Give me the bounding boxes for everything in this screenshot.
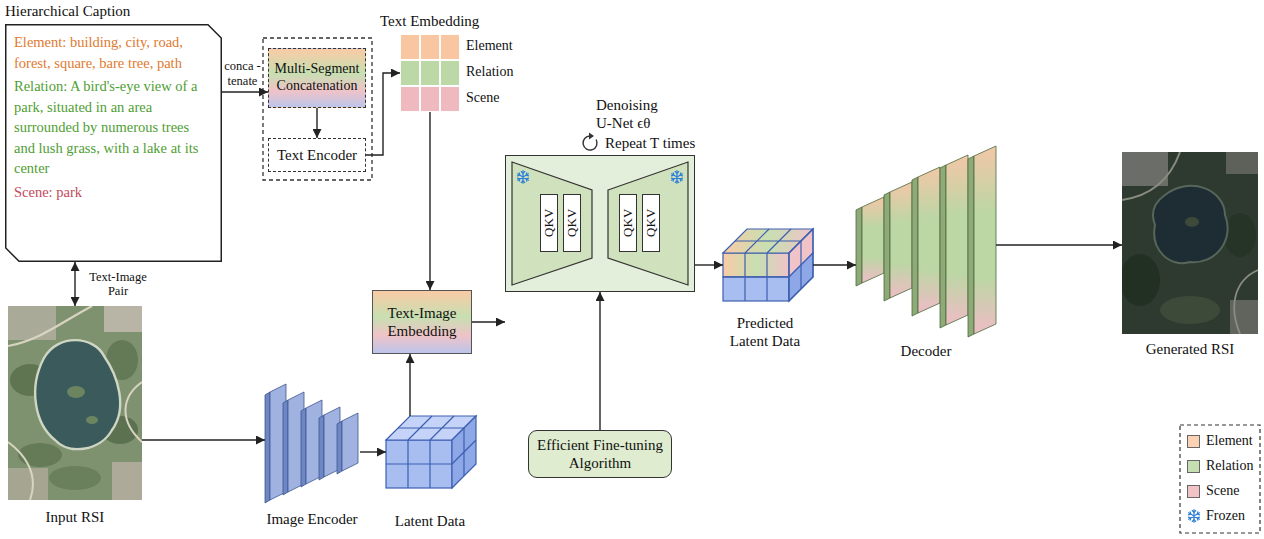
embedding-cell (400, 34, 420, 60)
embedding-cell (420, 86, 440, 112)
node-label: Text Encoder (277, 146, 357, 164)
node-label: Text-Image Embedding (376, 304, 468, 340)
node-label: Input RSI (5, 508, 145, 526)
embedding-cell (420, 34, 440, 60)
decoder-area (856, 146, 996, 338)
connector-arrow (996, 244, 1122, 245)
embedding-grid (400, 34, 460, 112)
node-label: QKV (564, 209, 580, 237)
embedding-cell (400, 86, 420, 112)
connector-arrow (599, 292, 600, 430)
image-block: Generated RSI (1118, 152, 1262, 364)
embedding-cell (440, 60, 460, 86)
node-label: Image Encoder (262, 510, 362, 528)
legend-item: Element (1187, 433, 1253, 450)
cube-area (386, 416, 476, 488)
generated-satellite-image (1122, 152, 1258, 334)
embedding-cell (420, 60, 440, 86)
connector-arrow (316, 108, 317, 138)
connector-arrow (813, 264, 856, 265)
legend-item: Relation (1187, 458, 1253, 475)
predicted-latent-cube (723, 229, 813, 301)
node-label: Latent Data (380, 512, 480, 530)
node-label: Relation: A bird's-eye view of a park, s… (14, 76, 213, 179)
edge-label: conca -tenate (224, 59, 262, 88)
node-label: Scene: park (14, 182, 213, 203)
process-box: Text Encoder (268, 138, 366, 172)
node-label: Scene (466, 90, 499, 107)
encoder-block: Image Encoder (262, 380, 362, 532)
latent-block: Predicted Latent Data (715, 222, 815, 354)
image-area (8, 306, 142, 500)
node-label: Hierarchical Caption (5, 2, 130, 20)
connector-arrow (222, 91, 268, 92)
unet-block: Denoising U-Net ϵθ Repeat T timesQKV QKV QK… (505, 96, 725, 292)
node-label: Text Embedding (380, 12, 479, 30)
node-label: Multi-Segment Concatenation (272, 61, 362, 95)
embedding-cell (400, 60, 420, 86)
connector-arrow (360, 451, 386, 452)
node-label: QKV (620, 209, 636, 237)
attention-box: QKV (540, 194, 558, 252)
image-encoder-layers (265, 384, 358, 503)
embedding-cell (440, 34, 460, 60)
legend-label: Scene (1206, 483, 1239, 500)
unet-outline (505, 155, 695, 292)
connector-arrow (695, 264, 723, 265)
legend-label: Element (1206, 433, 1253, 450)
process-box: Multi-Segment Concatenation (268, 48, 366, 108)
connector-arrow (409, 354, 410, 416)
connector-arrow (74, 262, 75, 306)
node-label: QKV (643, 209, 659, 237)
caption-box: Hierarchical CaptionElement: building, c… (5, 2, 222, 262)
image-block: Input RSI (5, 306, 145, 532)
legend-swatch (1187, 435, 1200, 448)
node-label: Element: building, city, road, forest, s… (14, 32, 213, 73)
node-label: Efficient Fine-tuning Algorithm (535, 436, 665, 472)
node-label: Generated RSI (1118, 340, 1262, 358)
process-box: Text-Image Embedding (372, 290, 472, 354)
connector-arrow (472, 321, 505, 322)
encoder-area (265, 384, 360, 504)
decoder-block: Decoder (856, 146, 996, 362)
input-satellite-image (8, 306, 142, 500)
process-box: Efficient Fine-tuning Algorithm (528, 430, 672, 478)
attention-box: QKV (642, 194, 660, 252)
decoder-layers (856, 146, 996, 337)
legend-frame (1180, 425, 1260, 533)
node-label: Denoising U-Net ϵθ (596, 96, 674, 132)
legend-swatch (1187, 485, 1200, 498)
node-label: Relation (466, 64, 513, 81)
legend-swatch (1187, 460, 1200, 473)
frozen-symbol (1187, 509, 1201, 523)
legend-item: Scene (1187, 483, 1239, 500)
edge-label: Text-Image Pair (82, 270, 154, 299)
legend-label: Relation (1206, 458, 1253, 475)
image-area (1122, 152, 1258, 334)
caption-border (6, 25, 222, 262)
attention-box: QKV (563, 194, 581, 252)
unet-body (505, 155, 695, 292)
connector-arrow (142, 439, 265, 440)
node-label: QKV (541, 209, 557, 237)
caption-body: Element: building, city, road, forest, s… (14, 32, 213, 206)
snowflake (1188, 510, 1199, 523)
legend-label: Frozen (1206, 508, 1245, 525)
text-branch-frame (263, 38, 372, 180)
latent-cube (386, 416, 476, 488)
connector-arrow (429, 112, 430, 290)
connector-arrow (366, 73, 400, 155)
node-label: Element (466, 38, 513, 55)
legend-item: Frozen (1187, 508, 1245, 525)
node-label: Repeat T times (605, 134, 695, 152)
attention-box: QKV (619, 194, 637, 252)
embedding-block: Text EmbeddingElementRelationScene (380, 12, 520, 114)
node-label: Predicted Latent Data (722, 314, 808, 350)
embedding-cell (440, 86, 460, 112)
repeat-icon (583, 133, 597, 150)
cube-area (723, 229, 813, 301)
node-label: Decoder (856, 342, 996, 360)
latent-block: Latent Data (380, 408, 480, 532)
